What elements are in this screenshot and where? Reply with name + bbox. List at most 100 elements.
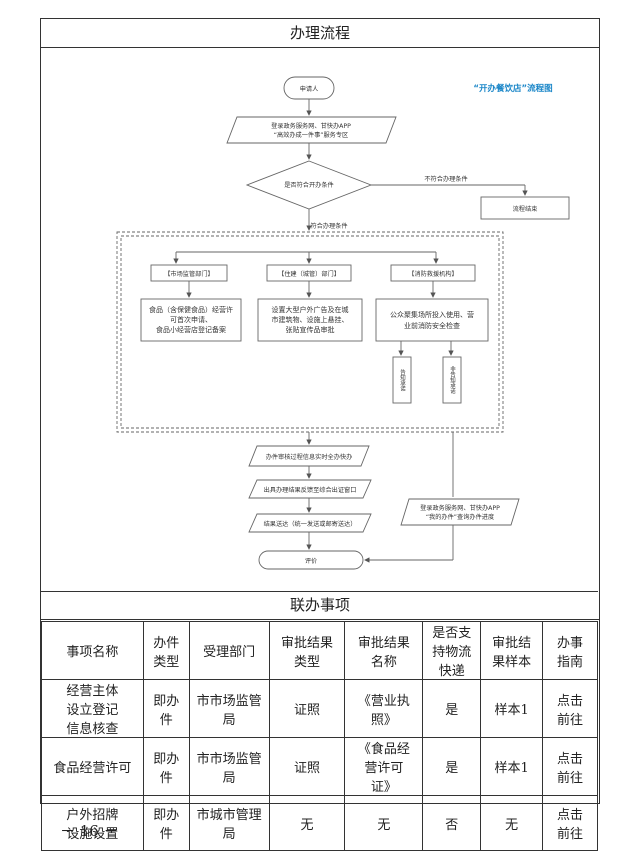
table-header-cell: 事项名称 — [41, 621, 144, 680]
flow-final-label: 评价 — [305, 557, 317, 565]
flow-apply-line2: “高效办成一件事”服务专区 — [274, 131, 348, 139]
item-type-line: 即办 — [153, 751, 180, 767]
page-number: － 16 － — [60, 822, 119, 840]
section-title-process: 办理流程 — [41, 19, 599, 48]
item-express-line: 是 — [445, 703, 459, 718]
joint-items-table: 事项名称办件类型受理部门审批结果类型审批结果名称是否支持物流快递审批结果样本办事… — [41, 621, 598, 851]
item-name-line: 食品经营许可 — [53, 761, 132, 776]
flowchart-area: “开办餐饮店”流程图 申请人 登录政务服务网、甘快办APP “高效办成一件事”服… — [41, 47, 598, 592]
table-header-cell: 审批结果样本 — [480, 621, 544, 680]
table-row: 户外招牌设施设置即办件市城市管理局无无否无点击前往 — [41, 795, 598, 851]
item-type-line: 即办 — [153, 693, 180, 709]
header-line: 办事 — [557, 635, 584, 651]
item-dept: 市城市管理局 — [188, 795, 270, 851]
flow-decision-label: 是否符合开办条件 — [284, 181, 334, 189]
item-result-name-line: 无 — [377, 817, 391, 833]
header-line: 审批结果 — [357, 635, 410, 651]
item-guide-link[interactable]: 点击前往 — [542, 795, 598, 851]
item-result-name: 《食品经营许可证》 — [344, 737, 424, 796]
item-result-type: 证照 — [268, 737, 346, 796]
table-header-cell: 是否支持物流快递 — [422, 621, 482, 680]
section-title-joint: 联办事项 — [41, 591, 599, 620]
item-name: 户外招牌设施设置 — [41, 795, 144, 851]
flow-step-3: 结果送达（统一发送或邮寄送达） — [264, 520, 357, 528]
header-line: 受理部门 — [203, 645, 256, 660]
flow-task-1-line3: 食品小经营店登记备案 — [156, 325, 226, 334]
flow-task-1-line1: 食品（含保健食品）经营许 — [149, 305, 233, 314]
flow-apply-node — [226, 116, 397, 144]
item-sample-line: 样本1 — [494, 761, 529, 776]
item-result-name-line: 照》 — [370, 712, 397, 728]
item-guide-link-line: 点击 — [557, 808, 584, 823]
item-dept-line: 局 — [222, 770, 236, 786]
item-sample-line: 样本1 — [494, 703, 529, 718]
table-header-cell: 受理部门 — [188, 621, 270, 680]
flow-apply-line1: 登录政务服务网、甘快办APP — [271, 122, 351, 130]
item-result-name: 《营业执照》 — [344, 679, 424, 738]
item-guide-link-line: 点击 — [557, 751, 584, 767]
item-result-name: 无 — [344, 795, 424, 851]
flow-step-1: 办件审核过程信息实时全办快办 — [266, 453, 353, 461]
item-type-line: 件 — [159, 770, 173, 786]
flow-task-2-line2: 市建筑物、设施上悬挂、 — [272, 315, 349, 324]
item-sample: 无 — [480, 795, 544, 851]
flow-dept-2: 【住建（城管）部门】 — [278, 270, 340, 278]
table-header-cell: 审批结果名称 — [344, 621, 424, 680]
item-sample: 样本1 — [480, 679, 544, 738]
item-dept: 市市场监管局 — [188, 679, 270, 738]
item-guide-link-line: 前往 — [557, 712, 584, 728]
item-name-line: 经营主体 — [66, 684, 119, 699]
header-line: 类型 — [153, 654, 180, 670]
item-guide-link-line: 点击 — [557, 693, 584, 709]
flow-start-label: 申请人 — [300, 85, 319, 93]
item-name-line: 设施设置 — [66, 827, 119, 842]
item-express: 是 — [422, 737, 482, 796]
header-line: 名称 — [370, 654, 397, 670]
item-guide-link-line: 前往 — [557, 827, 584, 842]
page-frame: 办理流程 — [40, 18, 600, 851]
item-guide-link[interactable]: 点击前往 — [542, 737, 598, 796]
item-guide-link-line: 前往 — [557, 770, 584, 786]
header-line: 是否支 — [432, 626, 472, 641]
item-express: 是 — [422, 679, 482, 738]
item-result-name-line: 证》 — [370, 780, 397, 795]
flow-fire-sub-1: 告知承诺 — [399, 368, 406, 393]
flow-end-label: 流程结束 — [513, 205, 538, 213]
item-type: 即办件 — [142, 679, 190, 738]
flow-dept-1: 【市场监管部门】 — [164, 270, 214, 278]
flow-side-note-line2: “我的办件”查询办件进度 — [426, 513, 494, 521]
item-express-line: 否 — [445, 817, 459, 833]
item-guide-link[interactable]: 点击前往 — [542, 679, 598, 738]
flow-task-2-line1: 设置大型户外广告及在城 — [272, 305, 349, 314]
item-sample-line: 无 — [505, 817, 519, 833]
flowchart: “开办餐饮店”流程图 申请人 登录政务服务网、甘快办APP “高效办成一件事”服… — [116, 76, 570, 570]
item-sample: 样本1 — [480, 737, 544, 796]
item-type: 即办件 — [142, 737, 190, 796]
header-line: 事项名称 — [66, 645, 119, 660]
item-result-type-line: 证照 — [293, 703, 320, 718]
item-express-line: 是 — [445, 761, 459, 776]
item-result-type-line: 证照 — [293, 761, 320, 776]
item-name-line: 户外招牌 — [66, 808, 119, 823]
item-name-line: 信息核查 — [66, 722, 119, 737]
header-line: 办件 — [153, 635, 180, 651]
flow-task-2-line3: 张贴宣传品审批 — [286, 325, 335, 334]
header-line: 快递 — [438, 664, 465, 679]
item-type: 即办件 — [142, 795, 190, 851]
item-dept-line: 局 — [222, 712, 236, 728]
item-result-type: 无 — [268, 795, 346, 851]
item-dept-line: 市市场监管 — [196, 751, 262, 767]
flow-task-1-line2: 可首次申请、 — [170, 315, 212, 324]
item-dept-line: 市城市管理 — [196, 808, 262, 823]
header-line: 审批结 — [492, 635, 532, 651]
flow-fire-sub-2: 非告知承诺 — [449, 365, 456, 395]
header-line: 类型 — [293, 654, 320, 670]
flow-side-note-line1: 登录政务服务网、甘快办APP — [420, 504, 500, 512]
item-result-name-line: 营许可 — [364, 761, 404, 776]
item-name: 食品经营许可 — [41, 737, 144, 796]
item-result-type: 证照 — [268, 679, 346, 738]
table-header-cell: 办事指南 — [542, 621, 598, 680]
